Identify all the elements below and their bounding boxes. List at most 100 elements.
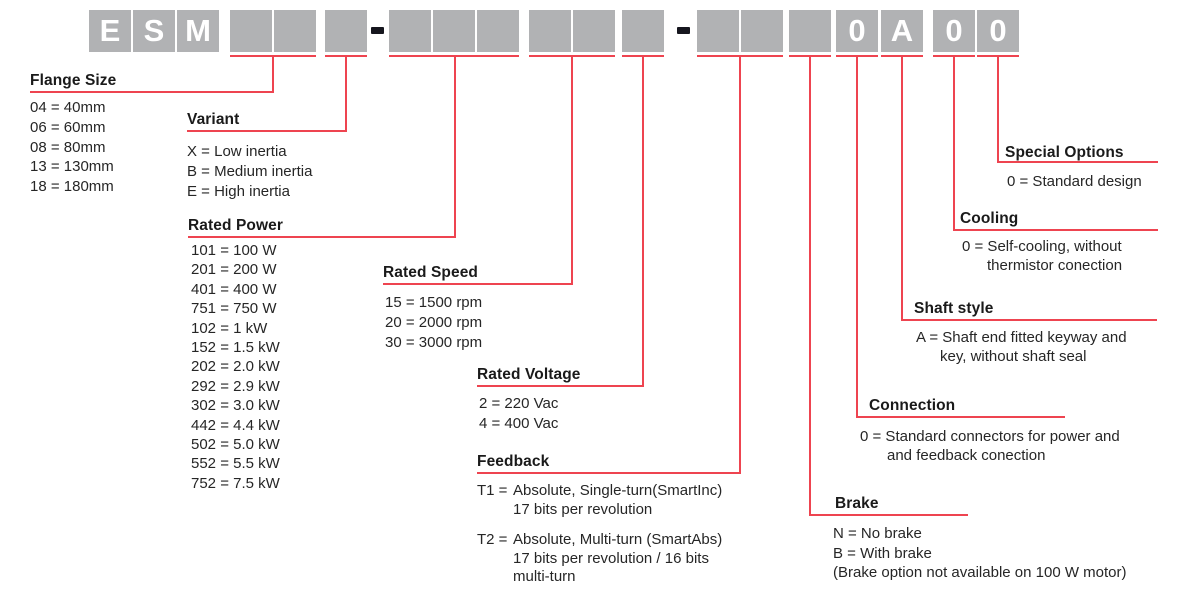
connection-title-underline (856, 416, 1065, 418)
model-code-box: A (881, 10, 923, 52)
model-code-box: S (133, 10, 175, 52)
option-line: 442 = 4.4 kW (191, 416, 280, 434)
variant-options: X = Low inertia B = Medium inertia E = Hig… (187, 142, 312, 202)
option-line: 302 = 3.0 kW (191, 397, 280, 415)
option-line: A = Shaft end fitted keyway and (916, 329, 1127, 346)
feedback-boxes (697, 10, 783, 52)
special-options-boxes: 0 (977, 10, 1019, 52)
model-code-box (477, 10, 519, 52)
model-code-box (325, 10, 367, 52)
option-line: 751 = 750 W (191, 300, 277, 318)
leader-vertical-cooling (953, 55, 955, 231)
model-code-box: E (89, 10, 131, 52)
model-code-box (573, 10, 615, 52)
model-code-box: 0 (977, 10, 1019, 52)
option-line: 201 = 200 W (191, 261, 277, 279)
leader-vertical-feedback (739, 55, 741, 474)
rated-power-title-underline (188, 236, 456, 238)
option-line: T2 =Absolute, Multi-turn (SmartAbs) (477, 531, 723, 548)
feedback-options: T1 =Absolute, Single-turn(SmartInc) 17 bi… (477, 482, 722, 587)
option-line: T1 =Absolute, Single-turn(SmartInc) (477, 482, 723, 499)
option-line: E = High inertia (187, 183, 290, 200)
option-line: 202 = 2.0 kW (191, 358, 280, 376)
leader-vertical-flange (272, 55, 274, 93)
shaft-style-title-underline (901, 319, 1157, 321)
option-line: 502 = 5.0 kW (191, 436, 280, 454)
option-line: 0 = Standard design (1007, 173, 1142, 190)
brake-title-underline (809, 514, 968, 516)
connection-boxes: 0 (836, 10, 878, 52)
flange-size-title-underline (30, 91, 274, 93)
option-line: B = Medium inertia (187, 163, 313, 180)
option-line: 17 bits per revolution / 16 bits (513, 549, 709, 567)
brake-boxes (789, 10, 831, 52)
shaft-style-options: A = Shaft end fitted keyway and key, with… (916, 328, 1127, 366)
feedback-title: Feedback (477, 453, 550, 470)
option-line: thermistor conection (987, 257, 1123, 274)
leader-vertical-speed (571, 55, 573, 285)
rated-voltage-title-underline (477, 385, 644, 387)
option-line: 15 = 1500 rpm (385, 294, 483, 311)
rated-speed-boxes (529, 10, 615, 52)
leader-vertical-voltage (642, 55, 644, 387)
flange-size-boxes (230, 10, 316, 52)
cooling-options: 0 = Self-cooling, without thermistor cone… (962, 237, 1122, 275)
model-code-box (389, 10, 431, 52)
cooling-boxes: 0 (933, 10, 975, 52)
brake-title: Brake (835, 495, 879, 512)
option-line: 552 = 5.5 kW (191, 455, 280, 473)
model-code-box (789, 10, 831, 52)
leader-vertical-connection (856, 55, 858, 418)
option-line: B = With brake (833, 544, 932, 562)
model-code-box: M (177, 10, 219, 52)
option-line: 08 = 80mm (30, 138, 106, 156)
connection-options: 0 = Standard connectors for power and and… (860, 427, 1120, 465)
option-line: 752 = 7.5 kW (191, 474, 280, 492)
leader-vertical-power (454, 55, 456, 238)
leader-vertical-special (997, 55, 999, 163)
option-line: 20 = 2000 rpm (385, 313, 483, 331)
model-code-box (433, 10, 475, 52)
model-code-box (230, 10, 272, 52)
rated-power-boxes (389, 10, 519, 52)
model-code-box (697, 10, 739, 52)
variant-title-underline (187, 130, 347, 132)
option-line: X = Low inertia (187, 143, 287, 160)
cooling-title: Cooling (960, 210, 1019, 227)
option-line: multi-turn (513, 568, 576, 585)
option-line: key, without shaft seal (940, 348, 1087, 365)
flange-size-title: Flange Size (30, 72, 117, 89)
option-line: 13 = 130mm (30, 158, 114, 176)
cooling-title-underline (953, 229, 1158, 231)
model-code-box (622, 10, 664, 52)
option-line: 2 = 220 Vac (479, 395, 559, 412)
separator-dash (371, 27, 384, 34)
leader-vertical-shaft (901, 55, 903, 321)
rated-power-title: Rated Power (188, 217, 283, 234)
variant-title: Variant (187, 111, 240, 128)
option-line: 30 = 3000 rpm (385, 333, 483, 351)
model-code-box (274, 10, 316, 52)
shaft-style-boxes: A (881, 10, 923, 52)
option-line: 0 = Self-cooling, without (962, 238, 1122, 255)
option-line: and feedback conection (887, 447, 1046, 464)
option-line: 18 = 180mm (30, 178, 114, 196)
model-code-box (529, 10, 571, 52)
shaft-style-title: Shaft style (914, 300, 994, 317)
rated-speed-options: 15 = 1500 rpm 20 = 2000 rpm 30 = 3000 rpm (385, 293, 482, 352)
option-line: 0 = Standard connectors for power and (860, 428, 1120, 445)
rated-voltage-boxes (622, 10, 664, 52)
rated-voltage-title: Rated Voltage (477, 366, 581, 383)
rated-speed-title-underline (383, 283, 573, 285)
option-line: 04 = 40mm (30, 99, 106, 116)
leader-vertical-variant (345, 55, 347, 132)
model-code-box (741, 10, 783, 52)
feedback-title-underline (477, 472, 741, 474)
model-code-box: 0 (836, 10, 878, 52)
option-line: (Brake option not available on 100 W mot… (833, 564, 1127, 582)
option-line: 101 = 100 W (191, 242, 277, 259)
special-options-title: Special Options (1005, 144, 1124, 161)
